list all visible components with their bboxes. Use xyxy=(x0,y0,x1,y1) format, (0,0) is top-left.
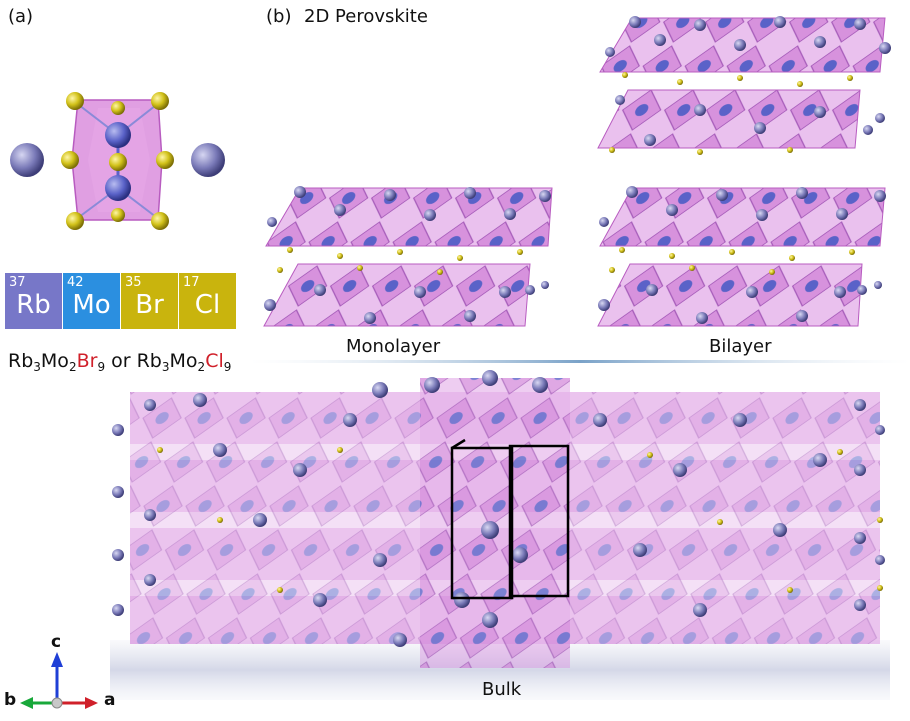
atomic-number: 17 xyxy=(183,275,200,290)
bilayer-caption: Bilayer xyxy=(709,336,772,357)
unit-cell-box xyxy=(450,438,570,600)
panel-b-label: (b) xyxy=(266,6,292,27)
rb-atom xyxy=(191,143,225,177)
bilayer-top-stack xyxy=(597,17,886,149)
bilayer-bottom-stack xyxy=(597,187,886,327)
a-axis-arrow xyxy=(85,697,98,709)
element-tile-rb: 37 Rb xyxy=(5,273,62,329)
halogen-atom xyxy=(111,101,125,115)
axis-origin xyxy=(51,697,63,709)
halogen-atom xyxy=(61,151,79,169)
rb-atom xyxy=(10,143,44,177)
separator-line xyxy=(250,360,910,363)
element-symbol: Br xyxy=(135,290,164,320)
halogen-atom xyxy=(156,151,174,169)
halogen-atom xyxy=(151,92,169,110)
slab-atoms xyxy=(264,16,891,324)
axis-b-label: b xyxy=(4,690,17,710)
element-symbol: Cl xyxy=(194,290,221,320)
element-symbol: Mo xyxy=(72,290,111,320)
axis-triad xyxy=(20,652,98,709)
element-tile-cl: 17 Cl xyxy=(179,273,236,329)
chemical-formula: Rb3Mo2Br9 or Rb3Mo2Cl9 xyxy=(8,350,232,374)
halogen-atom xyxy=(66,92,84,110)
element-tile-mo: 42 Mo xyxy=(63,273,120,329)
monolayer-stack xyxy=(263,187,553,327)
unit-structure-figure xyxy=(10,92,225,230)
mo-atom xyxy=(105,122,131,148)
monolayer-caption: Monolayer xyxy=(346,336,441,357)
bulk-caption: Bulk xyxy=(482,679,522,700)
axis-a-label: a xyxy=(104,690,116,710)
panel-a-label: (a) xyxy=(8,6,34,27)
element-symbol: Rb xyxy=(16,290,51,320)
mo-atom xyxy=(105,175,131,201)
halogen-atom xyxy=(109,153,127,171)
atomic-number: 42 xyxy=(67,275,84,290)
atomic-number: 37 xyxy=(9,275,26,290)
atomic-number: 35 xyxy=(125,275,142,290)
axis-c-label: c xyxy=(51,632,62,652)
bulk-atoms xyxy=(112,370,885,647)
panel-b-title: 2D Perovskite xyxy=(304,6,428,27)
c-axis-arrow xyxy=(51,652,63,667)
halogen-atom xyxy=(151,212,169,230)
element-tile-br: 35 Br xyxy=(121,273,178,329)
bulk-structure xyxy=(110,378,890,700)
halogen-atom xyxy=(66,212,84,230)
halogen-atom xyxy=(111,208,125,222)
b-axis-arrow xyxy=(20,697,33,709)
